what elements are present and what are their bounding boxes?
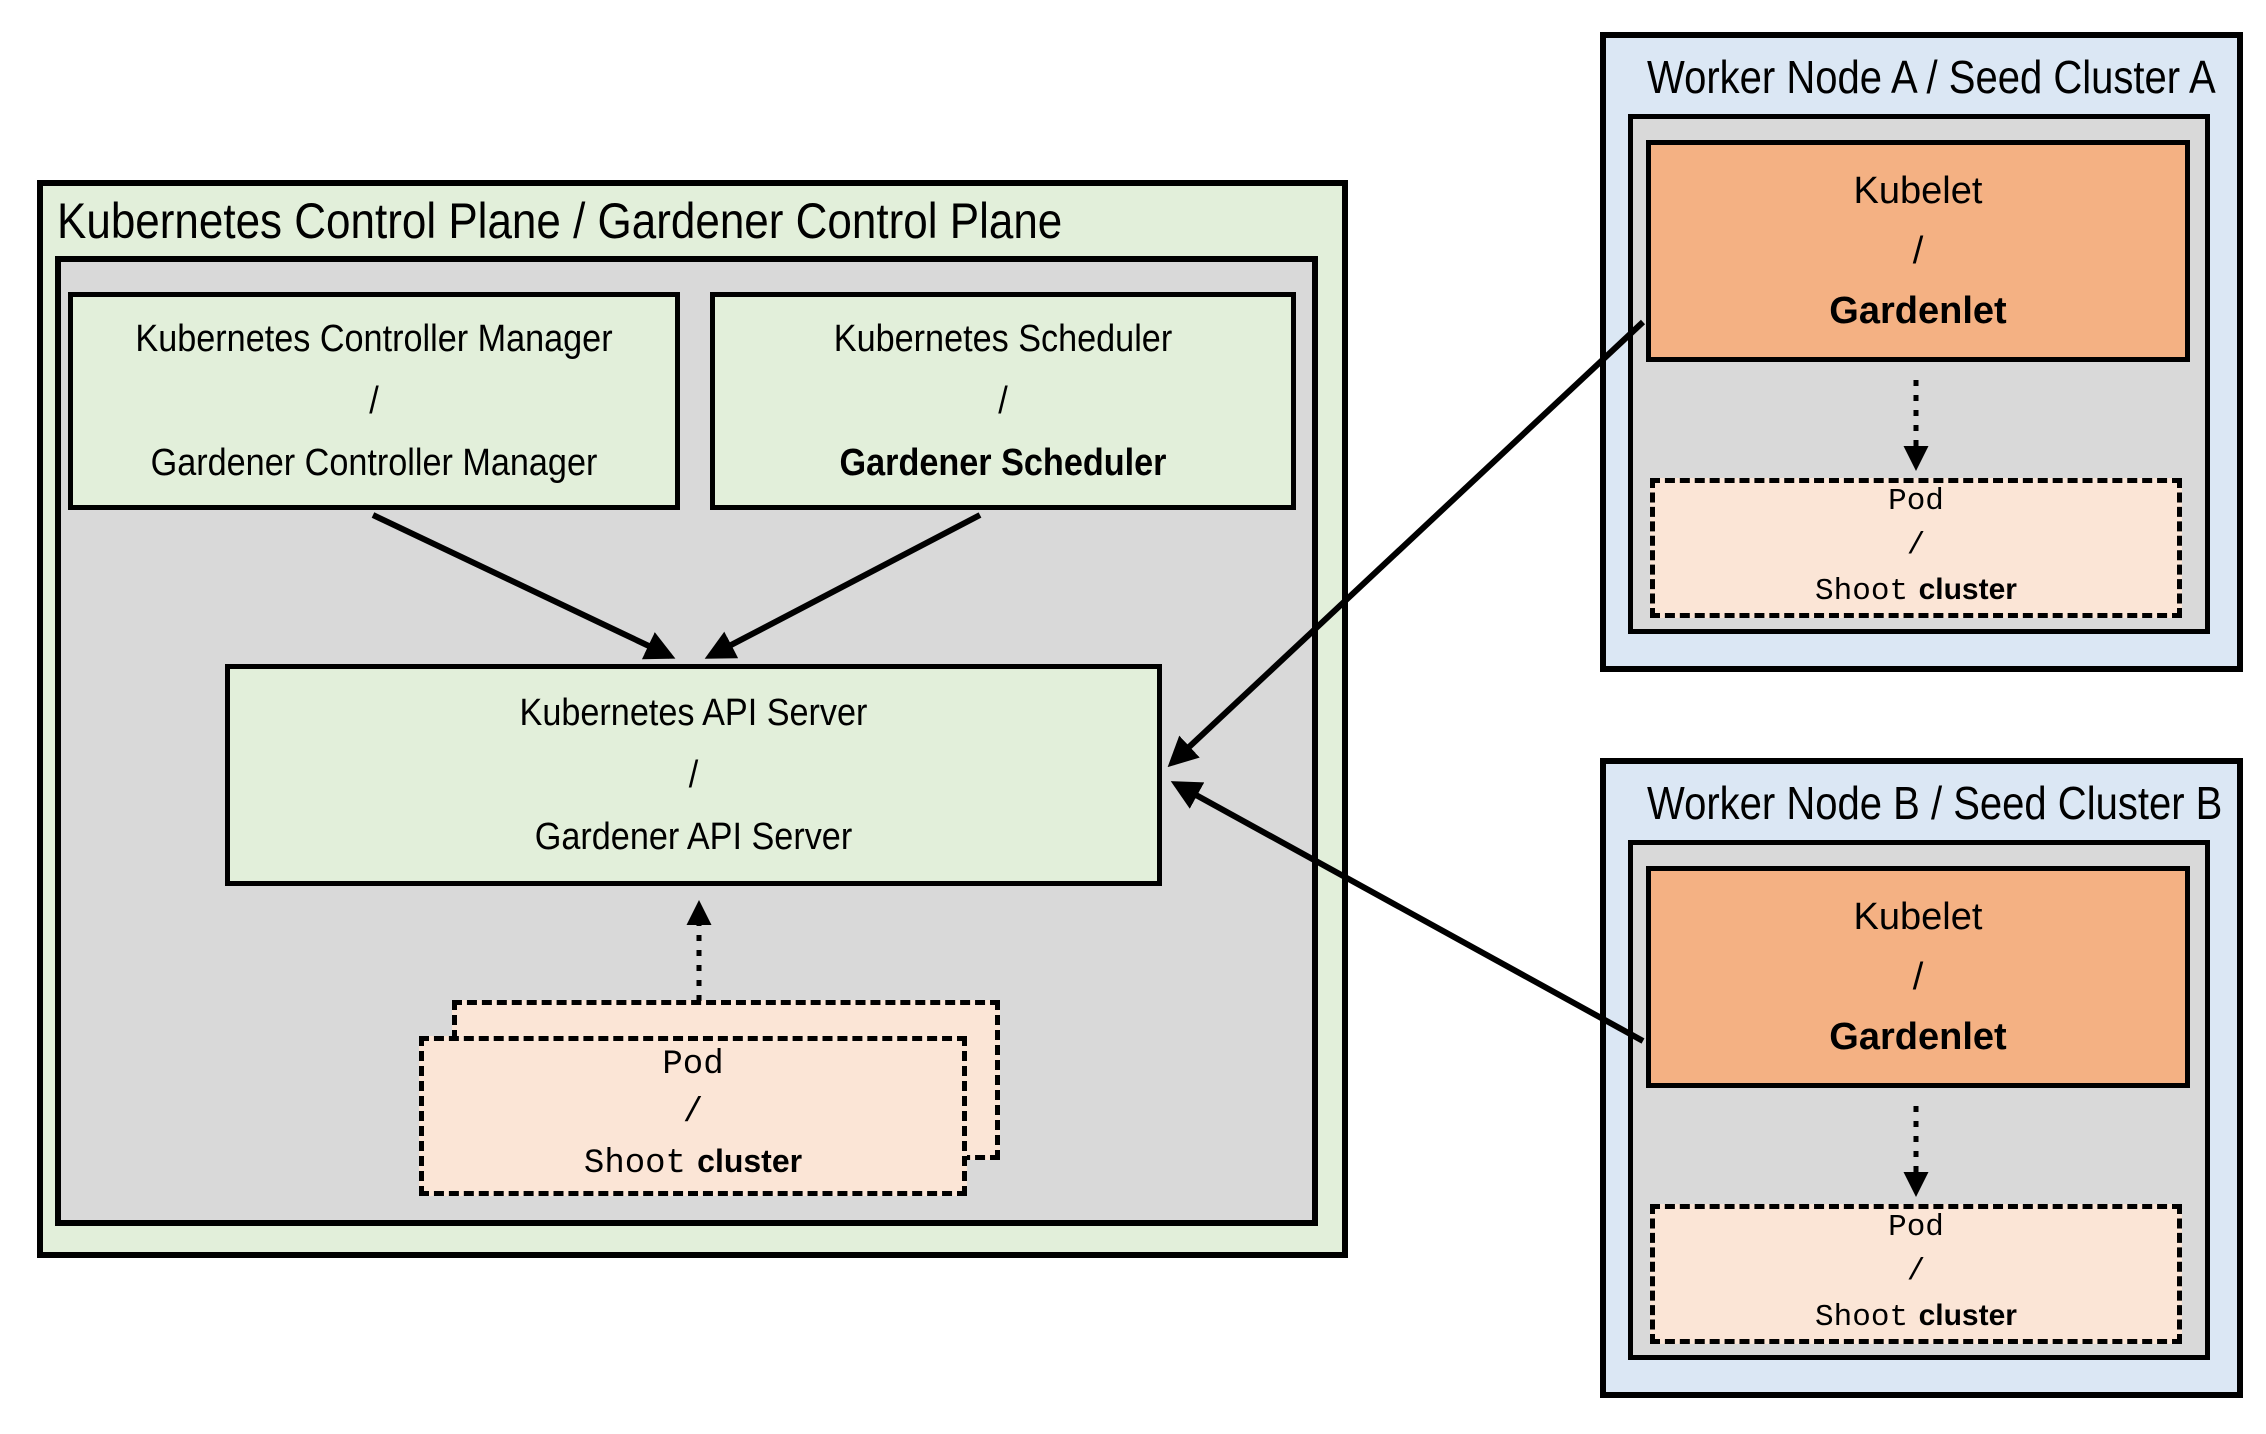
slash-separator: /	[682, 1093, 704, 1132]
pod-shoot-label: Pod / Shoot cluster	[424, 1041, 962, 1191]
kubelet-line1: Kubelet	[1853, 170, 1983, 212]
pod-shoot-b-label: Pod / Shoot cluster	[1655, 1209, 2177, 1339]
scheduler-line1: Kubernetes Scheduler	[833, 318, 1173, 360]
slash-separator: /	[1912, 230, 1924, 272]
shoot-word: Shoot	[583, 1144, 686, 1183]
control-plane-title: Kubernetes Control Plane / Gardener Cont…	[57, 193, 1063, 249]
worker-node-b-title: Worker Node B / Seed Cluster B	[1647, 777, 2223, 829]
pod-line: Pod	[662, 1045, 724, 1084]
cluster-word: cluster	[697, 1142, 803, 1179]
shoot-cluster-line: Shoot cluster	[584, 1137, 802, 1192]
kubelet-a-label: Kubelet / Gardenlet	[1651, 145, 2185, 357]
api-server-line2: Gardener API Server	[534, 816, 853, 858]
kubelet-box-b: Kubelet / Gardenlet	[1646, 866, 2190, 1088]
shoot-cluster-line: Shoot cluster	[1815, 1294, 2017, 1343]
kubelet-box-a: Kubelet / Gardenlet	[1646, 140, 2190, 362]
cluster-word: cluster	[1918, 1298, 2017, 1332]
controller-manager-line2: Gardener Controller Manager	[150, 442, 598, 484]
slash-separator: /	[1906, 527, 1926, 563]
kubelet-b-label: Kubelet / Gardenlet	[1651, 871, 2185, 1083]
pod-shoot-box-b: Pod / Shoot cluster	[1650, 1204, 2182, 1344]
scheduler-line2: Gardener Scheduler	[839, 442, 1167, 484]
slash-separator: /	[688, 754, 699, 796]
api-server-box: Kubernetes API Server / Gardener API Ser…	[225, 664, 1162, 886]
api-server-line1: Kubernetes API Server	[519, 692, 868, 734]
api-server-label: Kubernetes API Server / Gardener API Ser…	[276, 669, 1110, 881]
pod-line: Pod	[1888, 1209, 1944, 1245]
shoot-word: Shoot	[1815, 573, 1909, 609]
worker-node-a-title: Worker Node A / Seed Cluster A	[1647, 51, 2216, 103]
gardenlet-line: Gardenlet	[1829, 1016, 2007, 1058]
slash-separator: /	[998, 380, 1008, 422]
controller-manager-box: Kubernetes Controller Manager / Gardener…	[68, 292, 680, 510]
shoot-cluster-line: Shoot cluster	[1815, 568, 2017, 617]
slash-separator: /	[1912, 956, 1924, 998]
shoot-word: Shoot	[1815, 1299, 1909, 1335]
pod-shoot-box-a: Pod / Shoot cluster	[1650, 478, 2182, 618]
slash-separator: /	[369, 380, 379, 422]
cluster-word: cluster	[1918, 572, 2017, 606]
controller-manager-line1: Kubernetes Controller Manager	[135, 318, 613, 360]
pod-shoot-box-control-plane: Pod / Shoot cluster	[419, 1036, 967, 1196]
kubelet-line1: Kubelet	[1853, 896, 1983, 938]
scheduler-label: Kubernetes Scheduler / Gardener Schedule…	[744, 297, 1262, 505]
pod-shoot-a-label: Pod / Shoot cluster	[1655, 483, 2177, 613]
controller-manager-label: Kubernetes Controller Manager / Gardener…	[103, 297, 645, 505]
slash-separator: /	[1906, 1253, 1926, 1289]
scheduler-box: Kubernetes Scheduler / Gardener Schedule…	[710, 292, 1296, 510]
pod-line: Pod	[1888, 483, 1944, 519]
gardenlet-line: Gardenlet	[1829, 290, 2007, 332]
